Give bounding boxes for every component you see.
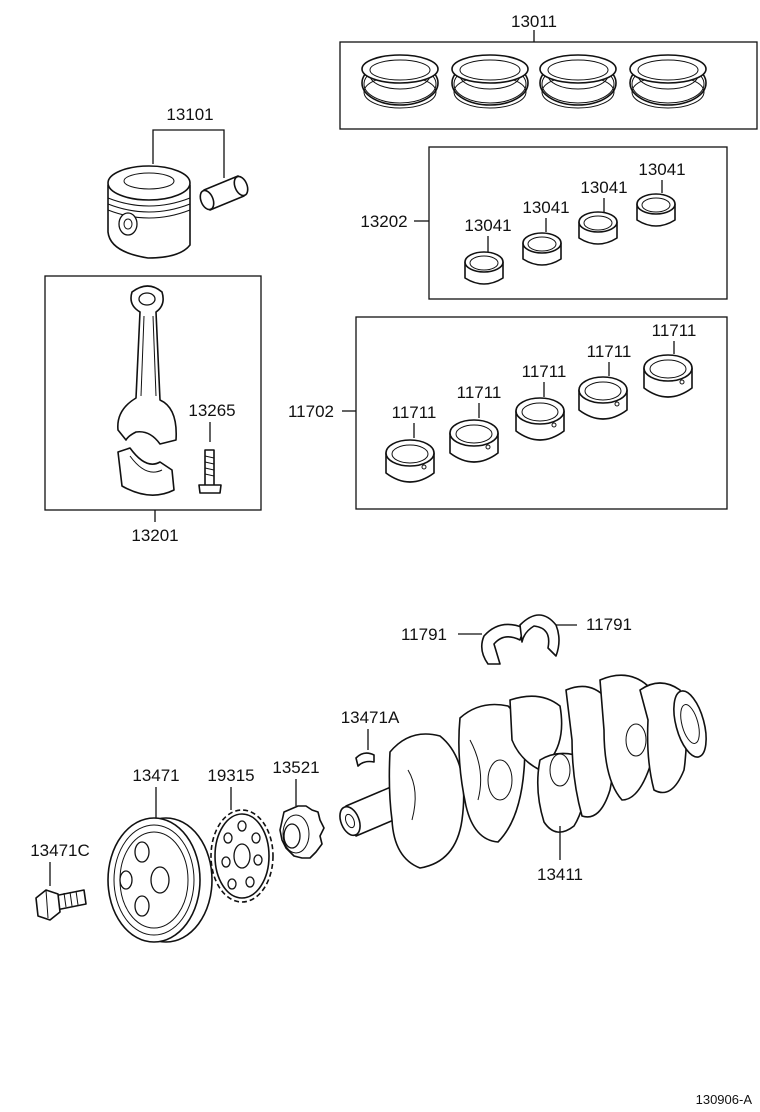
- pulley-bolt-group[interactable]: 13471C: [30, 841, 90, 921]
- main-bearing-4[interactable]: [578, 376, 628, 420]
- label-conrod-bearing-4: 13041: [638, 160, 685, 179]
- piston-group[interactable]: 13101: [107, 105, 251, 259]
- label-main-bearing-4: 11711: [587, 342, 632, 361]
- crank-sprocket[interactable]: [210, 809, 274, 903]
- conrod-bearing-2[interactable]: [522, 232, 562, 266]
- connecting-rod[interactable]: [117, 285, 177, 445]
- main-bearing-2[interactable]: [449, 419, 499, 463]
- piston-rings-box: [339, 41, 758, 130]
- label-thrust-washer-right: 11791: [586, 615, 632, 634]
- label-thrust-washer-left: 11791: [401, 625, 447, 644]
- label-crank-sprocket: 19315: [207, 766, 254, 785]
- label-crank-key: 13471A: [341, 708, 400, 727]
- conrod-bearing-1[interactable]: [464, 251, 504, 285]
- conrod-assembly-group[interactable]: 13201 13265: [44, 275, 262, 545]
- label-piston-rings: 13011: [511, 12, 557, 31]
- thrust-washer-left[interactable]: [480, 623, 525, 665]
- conrod-bearings-box: [428, 146, 728, 300]
- figure-reference: 130906-A: [696, 1092, 753, 1107]
- crank-gear-group[interactable]: 13521: [272, 758, 325, 859]
- crank-key[interactable]: [355, 752, 375, 767]
- crankshaft[interactable]: [336, 674, 712, 869]
- piston-ring-set-4[interactable]: [629, 54, 707, 109]
- label-crank-gear: 13521: [272, 758, 319, 777]
- label-main-bearing-5: 11711: [652, 321, 697, 340]
- label-conrod-bearing-1: 13041: [464, 216, 511, 235]
- main-bearing-1[interactable]: [385, 439, 435, 483]
- label-conrod-bearing-3: 13041: [580, 178, 627, 197]
- conrod-bolt[interactable]: [198, 449, 222, 494]
- piston[interactable]: [107, 165, 191, 259]
- piston-rings-group[interactable]: 13011: [339, 12, 758, 130]
- piston-ring-set-3[interactable]: [539, 54, 617, 109]
- piston-ring-set-2[interactable]: [451, 54, 529, 109]
- label-crankshaft-pulley: 13471: [132, 766, 179, 785]
- piston-ring-set-1[interactable]: [361, 54, 439, 109]
- piston-pin[interactable]: [198, 174, 251, 211]
- main-bearings-group[interactable]: 11702 11711 11711 11711 11711: [288, 316, 728, 510]
- label-crankshaft: 13411: [537, 865, 583, 884]
- pulley-bolt[interactable]: [35, 889, 87, 921]
- label-piston: 13101: [166, 105, 213, 124]
- thrust-washer-right[interactable]: [519, 614, 560, 657]
- label-main-bearing-1: 11711: [392, 403, 437, 422]
- conrod-assembly-box: [44, 275, 262, 511]
- crank-sprocket-group[interactable]: 19315: [207, 766, 274, 903]
- conrod-bearings-group[interactable]: 13202 13041 13041 13041 13041: [360, 146, 728, 300]
- thrust-washers-group[interactable]: 11791 11791: [401, 614, 632, 665]
- label-conrod-bearing-2: 13041: [522, 198, 569, 217]
- crank-gear[interactable]: [279, 805, 325, 859]
- label-pulley-bolt: 13471C: [30, 841, 90, 860]
- crank-key-group[interactable]: 13471A: [341, 708, 400, 767]
- main-bearing-5[interactable]: [643, 354, 693, 398]
- conrod-bearing-3[interactable]: [578, 211, 618, 245]
- main-bearings-box: [355, 316, 728, 510]
- crankshaft-group[interactable]: 13411: [336, 674, 712, 884]
- crankshaft-pulley-group[interactable]: 13471: [107, 766, 213, 943]
- label-conrod-bolt: 13265: [188, 401, 235, 420]
- conrod-bearing-4[interactable]: [636, 193, 676, 227]
- label-main-bearing-set: 11702: [288, 402, 334, 421]
- label-conrod-bearing-set: 13202: [360, 212, 407, 231]
- label-main-bearing-3: 11711: [522, 362, 567, 381]
- label-main-bearing-2: 11711: [457, 383, 502, 402]
- main-bearing-3[interactable]: [515, 397, 565, 441]
- crankshaft-pulley[interactable]: [107, 817, 213, 943]
- conrod-cap[interactable]: [117, 447, 175, 496]
- label-conrod-assembly: 13201: [131, 526, 178, 545]
